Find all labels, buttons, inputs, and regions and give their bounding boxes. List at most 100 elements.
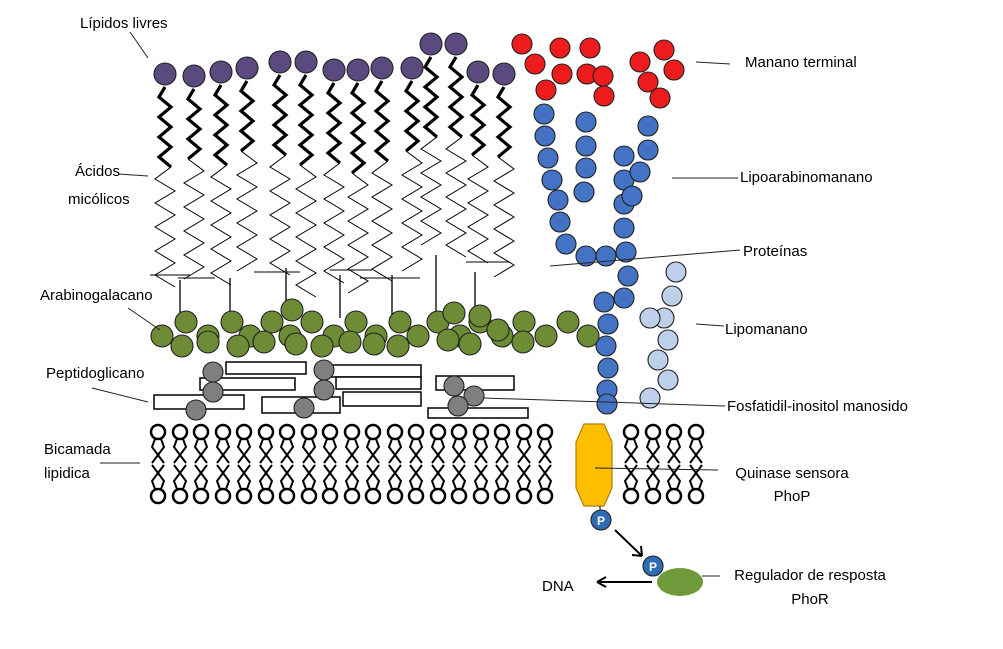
mycolic-chain-thin <box>270 155 290 275</box>
lipomannan-bead <box>658 330 678 350</box>
arabinogalactan-bead <box>443 302 465 324</box>
arabinogalactan-bead <box>345 311 367 333</box>
phospholipid-head <box>259 425 273 439</box>
arabinogalactan-bead <box>285 333 307 355</box>
phospholipid-tail <box>389 465 401 489</box>
arabinogalactan-bead <box>387 335 409 357</box>
arabinomannan-bead <box>614 288 634 308</box>
mannose-bead <box>512 34 532 54</box>
mycolic-chain-bold <box>406 81 418 151</box>
mannose-bead <box>594 86 614 106</box>
phospholipid-head <box>517 425 531 439</box>
lipid-head <box>236 57 258 79</box>
response-regulator <box>657 568 703 596</box>
phospholipid-tail <box>303 465 315 489</box>
label-regulator-line1: Regulador de resposta <box>720 566 900 585</box>
phospholipid-tail <box>453 439 465 463</box>
mycolic-chain-thin <box>211 165 231 285</box>
phospholipid-tail <box>217 439 229 463</box>
phospholipid-head <box>280 425 294 439</box>
mycolic-chain-bold <box>188 89 200 159</box>
label-regulator-line2: PhoR <box>720 590 900 609</box>
phospholipid-head <box>667 425 681 439</box>
mycolic-chain-thin <box>372 161 392 281</box>
mycolic-chain-bold <box>274 75 286 155</box>
phospholipid-head <box>216 425 230 439</box>
leader-line <box>128 308 160 330</box>
label-lipomannan: Lipomanano <box>725 320 808 339</box>
lipid-head <box>401 57 423 79</box>
phospholipid-head <box>302 489 316 503</box>
arabinogalactan-bead <box>339 331 361 353</box>
leader-line <box>118 174 148 176</box>
lipid-head <box>445 33 467 55</box>
arabinogalactan-bead <box>281 299 303 321</box>
phospholipid-tail <box>346 465 358 489</box>
phospholipid-tail <box>668 465 680 489</box>
arabinogalactan-bead <box>151 325 173 347</box>
arabinogalactan-bead <box>171 335 193 357</box>
phospholipid-head <box>538 425 552 439</box>
lipid-head <box>210 61 232 83</box>
mycolic-chain-bold <box>450 57 462 137</box>
arabinomannan-bead <box>594 292 614 312</box>
mannose-bead <box>650 88 670 108</box>
leader-line <box>130 32 148 58</box>
lipid-head <box>183 65 205 87</box>
phospholipid-tail <box>303 439 315 463</box>
arabinomannan-bead <box>598 314 618 334</box>
phospholipid-head <box>646 425 660 439</box>
phospholipid-head <box>173 425 187 439</box>
phospholipid-head <box>345 489 359 503</box>
mycolic-chain-thin <box>494 157 514 277</box>
lipomannan-bead <box>666 262 686 282</box>
phospholipid-head <box>216 489 230 503</box>
peptidoglycan-strand <box>336 377 421 389</box>
label-arabinogalactan: Arabinogalacano <box>40 286 153 305</box>
arabinogalactan-bead <box>301 311 323 333</box>
arabinogalactan-bead <box>557 311 579 333</box>
arabinomannan-bead <box>638 116 658 136</box>
phospholipid-tail <box>432 465 444 489</box>
phospholipid-head <box>667 489 681 503</box>
lipid-head <box>347 59 369 81</box>
phospholipid-head <box>409 489 423 503</box>
phospholipid-head <box>259 489 273 503</box>
leader-line <box>696 62 730 64</box>
peptidoglycan-bead <box>186 400 206 420</box>
phospholipid-tail <box>475 465 487 489</box>
signal-cascade: PP <box>591 506 703 596</box>
phospholipid-head <box>194 489 208 503</box>
phosphate-label-2: P <box>649 560 657 574</box>
peptidoglycan-bead <box>294 398 314 418</box>
mycolic-chain-thin <box>155 167 175 287</box>
arabinogalactan-bead <box>512 331 534 353</box>
phospholipid-tail <box>453 465 465 489</box>
mannose-bead <box>536 80 556 100</box>
arabinomannan-bead <box>598 358 618 378</box>
mannose-bead <box>630 52 650 72</box>
phospholipid-head <box>173 489 187 503</box>
phospholipid-tail <box>195 439 207 463</box>
peptidoglycan-bead <box>448 396 468 416</box>
phospholipid-head <box>151 489 165 503</box>
phospholipid-tail <box>346 439 358 463</box>
leader-line <box>92 388 148 402</box>
mycolic-chain-bold <box>352 83 364 173</box>
arabinomannan-bead <box>534 104 554 124</box>
phospholipid-head <box>280 489 294 503</box>
arabinomannan-bead <box>574 182 594 202</box>
lipid-head <box>323 59 345 81</box>
peptidoglycan-strand <box>343 392 421 406</box>
arabinogalactan-bead <box>535 325 557 347</box>
phospholipid-tail <box>195 465 207 489</box>
arabinomannan-bead <box>542 170 562 190</box>
peptidoglycan-bead <box>203 382 223 402</box>
phospholipid-head <box>237 489 251 503</box>
sensor-kinase <box>576 424 612 506</box>
peptidoglycan-bead <box>314 360 334 380</box>
peptidoglycan-bead <box>444 376 464 396</box>
label-proteins: Proteínas <box>743 242 807 261</box>
label-free-lipids: Lípidos livres <box>80 14 168 33</box>
mycolic-chain-bold <box>241 81 253 151</box>
